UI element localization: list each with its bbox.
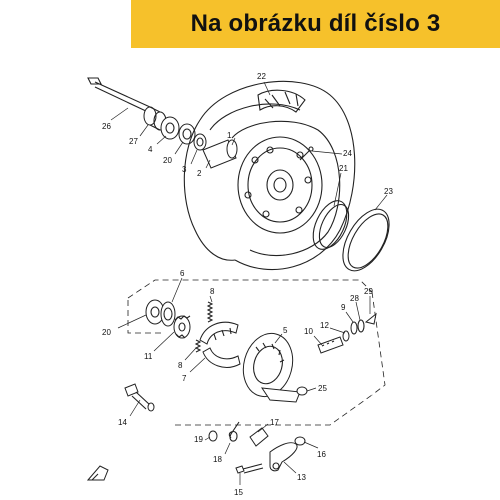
part-label-6: 6 [180, 269, 185, 278]
part-label-10: 10 [304, 327, 313, 336]
part-label-5: 5 [283, 326, 288, 335]
bearing [160, 116, 180, 140]
wear-indicator [364, 312, 377, 325]
indicator-plate [350, 321, 358, 335]
tire [183, 80, 356, 271]
part-label-23: 23 [384, 187, 393, 196]
part-label-28: 28 [350, 294, 359, 303]
part-label-14: 14 [118, 418, 127, 427]
part-label-12: 12 [320, 321, 329, 330]
o-ring-small [357, 319, 365, 333]
brake-spring-upper [206, 301, 214, 323]
brake-shoes [199, 321, 241, 368]
part-label-3: 3 [182, 165, 187, 174]
wheel-bearing-part-3 [193, 133, 207, 151]
part-labels: 1 2 3 4 5 6 7 8 8 9 10 11 12 13 14 15 16… [102, 72, 393, 497]
leader-lines [110, 81, 388, 485]
title-banner: Na obrázku díl číslo 3 [131, 0, 500, 48]
part-label-13: 13 [297, 473, 306, 482]
valve-stem [299, 146, 314, 161]
part-label-8-upper: 8 [210, 287, 215, 296]
part-label-9: 9 [341, 303, 346, 312]
cam-lever [269, 442, 298, 472]
bolt-15 [235, 463, 264, 474]
part-label-18: 18 [213, 455, 222, 464]
part-label-2: 2 [197, 169, 202, 178]
part-label-8-lower: 8 [178, 361, 183, 370]
part-label-22: 22 [257, 72, 266, 81]
brake-camshaft [317, 336, 344, 354]
nut-16 [294, 436, 306, 446]
washer-19 [208, 430, 218, 442]
part-label-20-upper: 20 [163, 156, 172, 165]
part-label-4: 4 [148, 145, 153, 154]
part-label-11: 11 [144, 352, 153, 361]
banner-text: Na obrázku díl číslo 3 [190, 10, 441, 37]
nut-25 [296, 386, 308, 396]
collar [202, 139, 238, 169]
part-label-1: 1 [227, 131, 232, 140]
part-label-24: 24 [343, 149, 352, 158]
cable-bracket [86, 465, 109, 481]
part-label-7: 7 [182, 374, 187, 383]
part-label-15: 15 [234, 488, 243, 497]
assembly-boundary [127, 279, 386, 426]
brake-plate [242, 332, 301, 403]
part-label-26: 26 [102, 122, 111, 131]
rim-band [312, 200, 350, 250]
return-spring [228, 421, 240, 442]
o-ring [342, 208, 390, 272]
part-label-20-lower: 20 [102, 328, 111, 337]
part-label-25: 25 [318, 384, 327, 393]
part-label-21: 21 [339, 164, 348, 173]
part-label-27: 27 [129, 137, 138, 146]
part-label-16: 16 [317, 450, 326, 459]
brake-spring-lower [194, 339, 202, 353]
lower-seal [160, 301, 176, 327]
part-label-29: 29 [364, 287, 373, 296]
meter-drive-shaft [124, 383, 155, 412]
part-label-17: 17 [270, 418, 279, 427]
brake-cam-lever-plate [249, 427, 269, 447]
axle [87, 77, 151, 113]
meter-gear [173, 315, 191, 339]
wheel-rim [237, 136, 323, 234]
part-label-19: 19 [194, 435, 203, 444]
washer [342, 330, 350, 342]
